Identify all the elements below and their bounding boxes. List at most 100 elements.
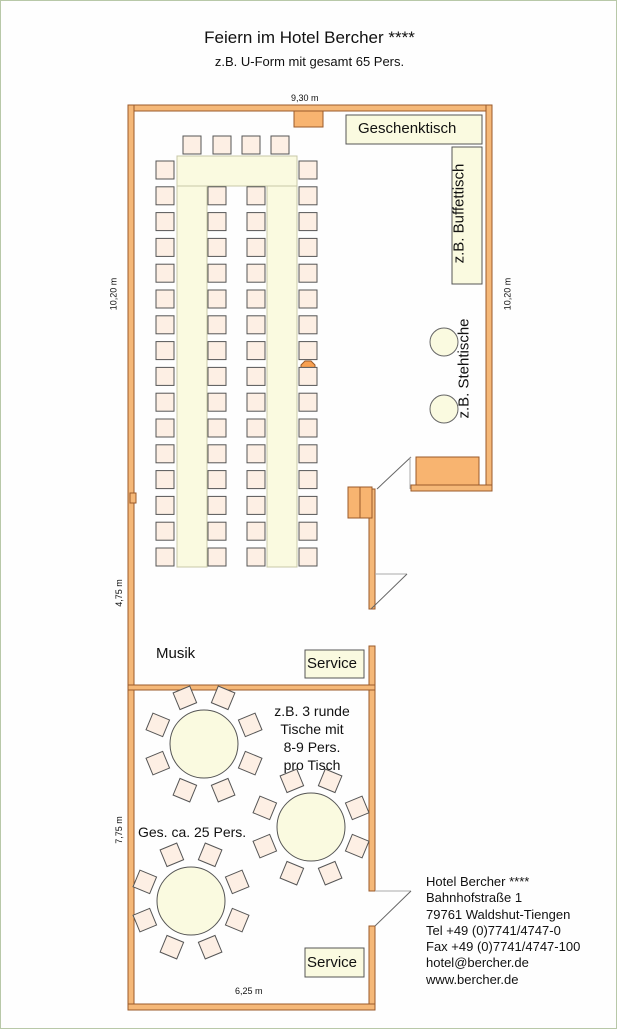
chair <box>246 392 266 412</box>
chair <box>298 237 318 257</box>
chair <box>207 521 227 541</box>
chair <box>207 263 227 283</box>
chair <box>298 315 318 335</box>
phone: Tel +49 (0)7741/4747-0 <box>426 922 561 938</box>
chair <box>207 212 227 232</box>
chair <box>155 444 175 464</box>
chair <box>207 289 227 309</box>
chair <box>246 521 266 541</box>
chair <box>172 777 198 803</box>
chair <box>182 135 202 155</box>
round-table <box>156 866 226 936</box>
fax: Fax +49 (0)7741/4747-100 <box>426 939 581 955</box>
walls <box>127 104 493 1011</box>
chair <box>298 341 318 361</box>
chair <box>159 842 185 868</box>
dim-right-upper: 10,20 m <box>502 277 513 311</box>
buffet-label: z.B. Buffettisch <box>450 163 468 264</box>
total-lower-label: Ges. ca. 25 Pers. <box>138 824 247 840</box>
chair <box>155 237 175 257</box>
chair <box>241 135 261 155</box>
doors <box>370 456 412 927</box>
chair <box>155 521 175 541</box>
column-top <box>293 110 324 128</box>
chairs <box>155 135 318 567</box>
city: 79761 Waldshut-Tiengen <box>426 906 571 922</box>
gift-table-label: Geschenktisch <box>358 120 457 137</box>
gift-table <box>345 114 483 145</box>
round-tables-note: z.B. 3 runde Tische mit 8-9 Pers. pro Ti… <box>259 702 365 774</box>
chair <box>155 366 175 386</box>
chair <box>298 521 318 541</box>
chair <box>246 212 266 232</box>
orange-counter <box>415 456 480 486</box>
chair <box>252 795 278 821</box>
wall-left <box>127 104 135 1011</box>
note-line: z.B. 3 runde <box>274 703 350 719</box>
chair <box>246 547 266 567</box>
chair <box>155 470 175 490</box>
chair <box>210 685 236 711</box>
round-table <box>169 709 239 779</box>
wall-niche <box>129 492 137 504</box>
email-link[interactable]: hotel@bercher.de <box>426 955 529 971</box>
chair <box>298 160 318 180</box>
chair <box>237 750 263 776</box>
chair <box>246 315 266 335</box>
chair <box>172 685 198 711</box>
chair <box>132 869 158 895</box>
standing-table <box>429 394 459 424</box>
wall-divider <box>127 684 376 691</box>
page-title: Feiern im Hotel Bercher **** <box>204 28 415 47</box>
chair <box>246 263 266 283</box>
chair <box>207 341 227 361</box>
chair <box>145 712 171 738</box>
chair <box>298 418 318 438</box>
chair <box>252 833 278 859</box>
round-tables <box>132 685 370 960</box>
chair <box>224 907 250 933</box>
chair <box>237 712 263 738</box>
chair <box>207 392 227 412</box>
chair <box>155 495 175 515</box>
chair <box>246 444 266 464</box>
chair <box>155 547 175 567</box>
website-link[interactable]: www.bercher.de <box>426 971 519 987</box>
chair <box>207 315 227 335</box>
chair <box>207 547 227 567</box>
chair <box>145 750 171 776</box>
note-line: pro Tisch <box>283 757 341 773</box>
dim-left-upper: 10,20 m <box>108 277 119 311</box>
service-upper-label: Service <box>307 655 358 672</box>
chair <box>155 212 175 232</box>
u-tables <box>176 155 298 568</box>
chair <box>317 860 343 886</box>
chair <box>155 186 175 206</box>
chair <box>344 833 370 859</box>
chair <box>298 547 318 567</box>
chair <box>298 392 318 412</box>
chair <box>207 495 227 515</box>
chair <box>132 907 158 933</box>
chair <box>155 315 175 335</box>
buffet-table <box>451 146 483 285</box>
chair <box>246 366 266 386</box>
chair <box>155 263 175 283</box>
contact-block: Hotel Bercher **** Bahnhofstraße 1 79761… <box>426 874 580 988</box>
service-box-lower <box>304 947 365 978</box>
chair <box>298 186 318 206</box>
chair <box>344 795 370 821</box>
note-line: 8-9 Pers. <box>283 739 341 755</box>
chair <box>155 341 175 361</box>
chair <box>246 237 266 257</box>
chair <box>210 777 236 803</box>
dim-top: 9,30 m <box>291 93 319 103</box>
chair <box>298 212 318 232</box>
chair <box>246 470 266 490</box>
chair <box>246 418 266 438</box>
service-lower-label: Service <box>307 954 358 971</box>
chair <box>212 135 232 155</box>
hotel-name: Hotel Bercher **** <box>426 874 530 889</box>
dim-bottom: 6,25 m <box>235 986 263 996</box>
